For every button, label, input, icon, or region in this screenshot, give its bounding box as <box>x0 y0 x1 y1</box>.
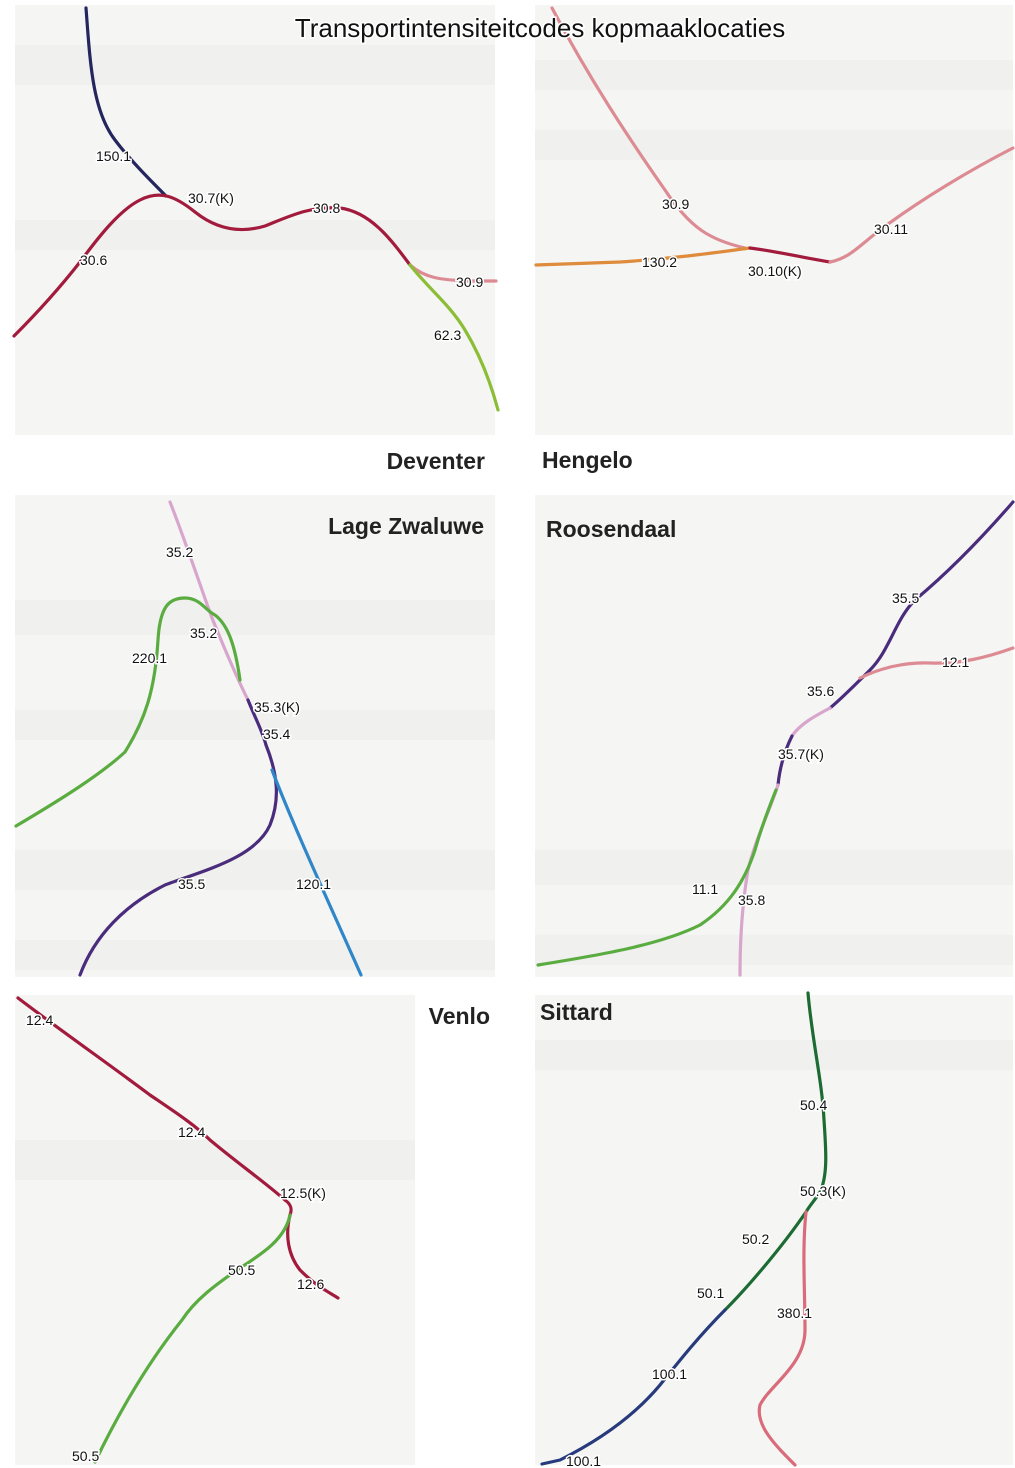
track-label: 35.6 <box>807 683 834 699</box>
track-label: 50.4 <box>800 1097 827 1113</box>
track-label: 30.6 <box>80 252 107 268</box>
track-label: 50.5 <box>72 1448 99 1464</box>
track-label: 35.7(K) <box>778 746 824 762</box>
panel-lage-zwaluwe: 35.2 35.2 220.1 35.3(K) 35.4 35.5 120.1 … <box>14 500 484 977</box>
panel-venlo: 12.4 12.4 12.5(K) 50.5 12.6 50.5 Venlo <box>16 996 490 1466</box>
track-label: 100.1 <box>566 1453 601 1468</box>
panel-deventer: 150.1 30.7(K) 30.8 30.6 30.9 62.3 Devent… <box>12 6 500 474</box>
track-label: 50.2 <box>742 1231 769 1247</box>
track-label: 30.11 <box>874 221 908 237</box>
track-12-1 <box>858 646 1015 680</box>
panel-hengelo: 30.9 30.11 130.2 30.10(K) Hengelo <box>534 6 1015 473</box>
track-label: 50.1 <box>697 1285 724 1301</box>
track-100-1 <box>540 1308 727 1466</box>
track-label: 35.8 <box>738 892 765 908</box>
track-label: 130.2 <box>642 254 677 270</box>
track-label: 30.7(K) <box>188 190 234 206</box>
track-label: 11.1 <box>692 881 718 897</box>
panel-bg-roosendaal <box>535 495 1013 977</box>
track-label: 50.5 <box>228 1262 255 1278</box>
track-35-5 <box>78 743 278 977</box>
track-label: 35.5 <box>892 590 919 606</box>
track-120-1 <box>270 768 363 977</box>
panel-sittard: 50.4 50.3(K) 50.2 50.1 380.1 100.1 100.1… <box>540 991 847 1468</box>
track-label: 220.1 <box>132 650 167 666</box>
panel-bg-venlo <box>15 995 415 1465</box>
track-150-1 <box>84 6 168 198</box>
track-35-7 <box>776 734 794 787</box>
track-label: 30.9 <box>456 274 483 290</box>
track-380-1 <box>757 1210 808 1467</box>
track-62-3 <box>408 263 500 412</box>
track-label: 150.1 <box>96 148 131 164</box>
track-30-11 <box>828 146 1015 264</box>
track-12-4 <box>16 996 293 1217</box>
track-label: 35.4 <box>263 726 290 742</box>
track-35-2 <box>210 616 250 702</box>
track-label: 30.10(K) <box>748 263 802 279</box>
track-30-9-hen <box>550 6 747 250</box>
track-label: 100.1 <box>652 1366 687 1382</box>
city-name-lage-zwaluwe: Lage Zwaluwe <box>328 513 484 539</box>
track-30-6 <box>12 193 412 338</box>
track-label: 30.9 <box>662 196 689 212</box>
track-35-3 <box>246 698 268 747</box>
city-name-deventer: Deventer <box>387 448 485 474</box>
track-50-4 <box>804 991 828 1214</box>
track-30-10 <box>748 246 832 264</box>
track-220-1 <box>14 596 242 828</box>
city-name-venlo: Venlo <box>429 1003 490 1029</box>
track-label: 120.1 <box>296 876 331 892</box>
track-label: 30.8 <box>313 200 340 216</box>
track-label: 35.5 <box>178 876 205 892</box>
track-label: 12.5(K) <box>280 1185 326 1201</box>
track-35-6 <box>790 706 832 738</box>
track-label: 12.4 <box>178 1124 205 1140</box>
track-label: 12.1 <box>942 654 969 670</box>
track-50-2 <box>723 1210 808 1312</box>
track-130-2 <box>534 246 752 267</box>
track-label: 35.2 <box>166 544 193 560</box>
panel-roosendaal: 35.5 12.1 35.6 35.7(K) 11.1 35.8 Roosend… <box>536 500 1015 977</box>
city-name-hengelo: Hengelo <box>542 447 633 473</box>
track-35-5-roo <box>828 500 1015 710</box>
track-label: 50.3(K) <box>800 1183 846 1199</box>
map-title: Transportintensiteitcodes kopmaaklocatie… <box>295 13 785 43</box>
track-35-2-north <box>168 500 214 620</box>
city-name-roosendaal: Roosendaal <box>546 516 676 542</box>
track-label: 12.6 <box>297 1276 324 1292</box>
city-name-sittard: Sittard <box>540 999 613 1025</box>
track-50-5 <box>93 1213 292 1464</box>
track-label: 35.3(K) <box>254 699 300 715</box>
track-label: 380.1 <box>777 1305 812 1321</box>
track-11-1 <box>536 788 778 967</box>
map-background <box>15 5 1013 1465</box>
track-label: 62.3 <box>434 327 461 343</box>
track-12-6 <box>286 1213 340 1300</box>
track-label: 35.2 <box>190 625 217 641</box>
track-label: 12.4 <box>26 1012 53 1028</box>
